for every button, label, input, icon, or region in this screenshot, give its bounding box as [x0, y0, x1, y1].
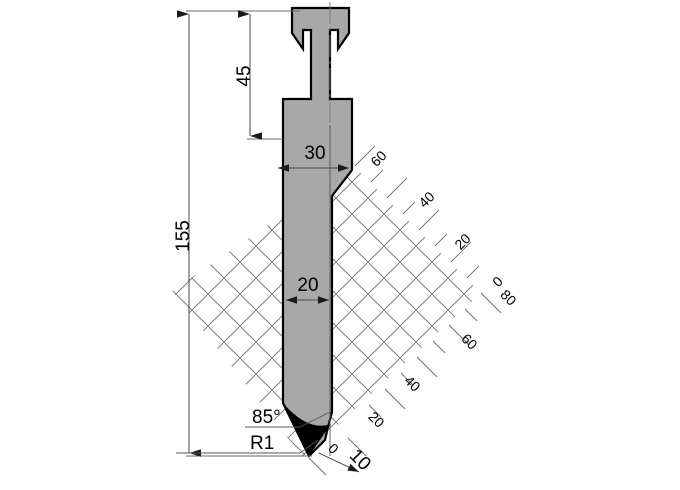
- scale-label-ur-2: 20: [451, 230, 473, 252]
- scale-label-lr-1: 60: [458, 330, 480, 352]
- annotation-85-degrees-label: 85°: [252, 407, 281, 428]
- annotation-r1-label: R1: [250, 433, 274, 454]
- dimension-30-label: 30: [304, 143, 325, 164]
- dimension-155-label: 155: [173, 220, 194, 252]
- lower-right-scale-ticks: [368, 292, 502, 418]
- scale-label-lr-0: 80: [497, 286, 519, 308]
- annotation-r1: R1: [176, 433, 319, 454]
- dimension-30: 30: [278, 143, 349, 172]
- dimension-10-label: 10: [345, 445, 375, 475]
- lower-right-scale-labels: 80 60 40 20: [365, 286, 519, 430]
- upper-right-scale-ticks: [354, 145, 480, 279]
- scale-label-ur-3: 0: [489, 273, 506, 290]
- scale-origin-label: 0: [325, 440, 342, 457]
- scale-label-ur-1: 40: [415, 188, 437, 210]
- annotation-85-degrees: 85°: [245, 407, 331, 428]
- dimension-45-label: 45: [234, 65, 255, 86]
- scale-label-lr-2: 40: [401, 372, 423, 394]
- dimension-20-label: 20: [297, 275, 318, 296]
- punch-body-outline: [281, 6, 354, 458]
- dimension-45: 45: [234, 10, 292, 140]
- punch-tip-radius-fill: [283, 403, 331, 456]
- dimension-20: 20: [286, 275, 329, 304]
- scale-label-lr-3: 20: [365, 408, 387, 430]
